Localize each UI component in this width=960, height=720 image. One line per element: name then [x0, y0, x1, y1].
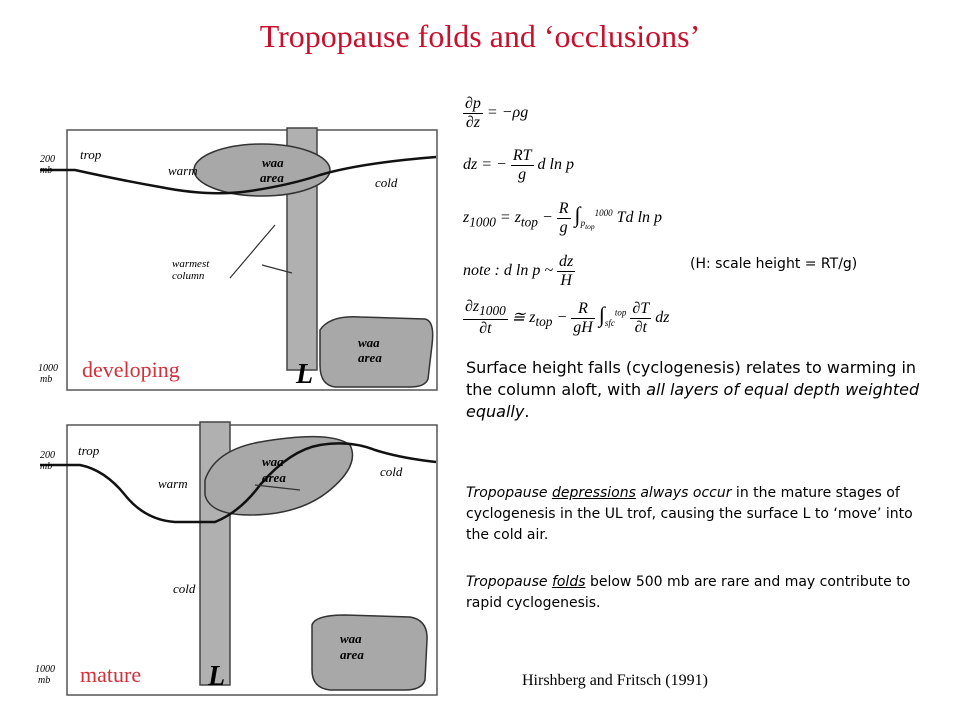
mature-area-label: area	[262, 470, 286, 485]
developing-area-bottom-label: area	[358, 350, 382, 365]
paragraph2-d: in the mature stages of cyclogenesis in …	[466, 485, 913, 543]
developing-low-label: L	[295, 359, 313, 390]
mature-label-mb: mb	[40, 461, 52, 472]
developing-waa-label: waa	[262, 155, 284, 170]
developing-waa-bottom-label: waa	[358, 335, 380, 350]
developing-area-label: area	[260, 170, 284, 185]
mature-cold-right-label: cold	[380, 464, 403, 479]
mature-low-label: L	[207, 661, 225, 692]
citation: Hirshberg and Fritsch (1991)	[522, 672, 708, 689]
equation-hydrostatic: ∂p∂z = −ρg	[463, 95, 529, 131]
developing-stage-label: developing	[82, 357, 180, 382]
developing-waa-area-bottom	[319, 316, 434, 388]
paragraph2-b: depressions	[551, 485, 636, 501]
mature-diagram-figure: 200 mb trop warm cold waa area cold waa …	[35, 421, 438, 696]
mature-cold-column-label: cold	[173, 581, 196, 596]
paragraph-surface-height: Surface height falls (cyclogenesis) rela…	[466, 357, 936, 423]
developing-leader-lines	[229, 224, 293, 279]
paragraph1-text-a: Surface height falls (cyclogenesis) rela…	[466, 358, 917, 399]
mature-leader-line	[254, 484, 301, 491]
mature-waa-label: waa	[262, 454, 284, 469]
mature-warm-label: warm	[158, 476, 188, 491]
paragraph1-text-b: all layers of equal depth weighted equal…	[466, 380, 920, 421]
developing-cold-label: cold	[375, 175, 398, 190]
paragraph2-c: always occur	[635, 485, 732, 501]
paragraph3-c: below 500 mb are rare and may contribute…	[466, 574, 911, 611]
developing-tropopause-line	[40, 155, 437, 195]
mature-waa-area-bottom	[311, 614, 428, 691]
scale-height-note: (H: scale height = RT/g)	[690, 256, 858, 272]
developing-column-label: column	[172, 270, 205, 282]
mature-diagram: 200 mb trop warm cold waa area cold waa …	[0, 410, 450, 710]
paragraph2-a: Tropopause	[466, 485, 552, 501]
mature-stage-label: mature	[80, 662, 142, 687]
mature-trop-label: trop	[78, 443, 100, 458]
paragraph-depressions: Tropopause depressions always occur in t…	[466, 483, 936, 546]
developing-trop-label: trop	[80, 147, 102, 162]
developing-warmest-label: warmest	[172, 258, 210, 270]
developing-diagram-figure: 200 mb trop warm cold waa area warmest c…	[38, 127, 438, 391]
mature-label-1000: 1000	[35, 664, 55, 675]
developing-label-mb-bottom: mb	[40, 374, 52, 385]
mature-area-bottom-label: area	[340, 647, 364, 662]
slide-title: Tropopause folds and ‘occlusions’	[259, 18, 701, 54]
mature-label-200: 200	[40, 450, 55, 461]
developing-label-1000: 1000	[38, 363, 58, 374]
developing-label-mb: mb	[40, 165, 52, 176]
developing-warm-label: warm	[168, 163, 198, 178]
paragraph-folds: Tropopause folds below 500 mb are rare a…	[466, 572, 936, 614]
paragraph1-text-c: .	[524, 402, 530, 421]
mature-label-mb-bottom: mb	[38, 675, 50, 686]
developing-label-200: 200	[40, 154, 55, 165]
paragraph3-a: Tropopause	[466, 574, 552, 590]
developing-diagram: 200 mb trop warm cold waa area warmest c…	[0, 95, 450, 400]
mature-waa-bottom-label: waa	[340, 631, 362, 646]
paragraph3-b: folds	[551, 574, 586, 590]
mature-waa-area-top	[204, 435, 354, 516]
